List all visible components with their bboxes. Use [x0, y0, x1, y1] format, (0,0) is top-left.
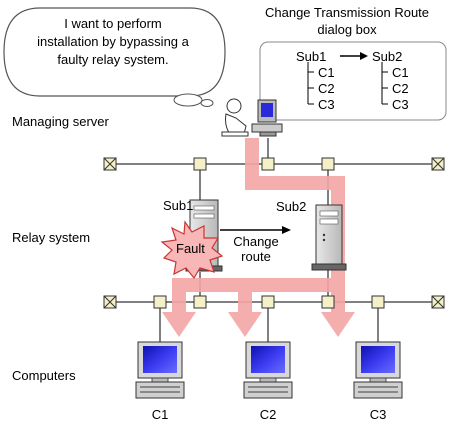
- route-arrowhead-c1: [162, 312, 196, 337]
- dialog-to-item-1: C1: [392, 65, 409, 80]
- speech-line-3: faulty relay system.: [57, 52, 169, 67]
- computer-c1-icon: [135, 341, 185, 399]
- change-route-arrow-icon: [220, 226, 291, 234]
- speech-bubble-text: I want to perform installation by bypass…: [8, 15, 218, 69]
- computer-c2-icon: [243, 341, 293, 399]
- sub1-label: Sub1: [163, 198, 194, 213]
- computers-label: Computers: [12, 368, 76, 383]
- dialog-to-label: Sub2: [372, 49, 403, 64]
- node-icon: [261, 295, 275, 309]
- dialog-from-item-3: C3: [318, 97, 335, 112]
- node-icon: [193, 295, 207, 309]
- user-at-computer-icon: [221, 98, 283, 137]
- computer-c3-icon: [353, 341, 403, 399]
- node-icon: [261, 157, 275, 171]
- node-icon: [321, 295, 335, 309]
- dialog-to-item-3: C3: [392, 97, 409, 112]
- computer-c3-label: C3: [369, 407, 387, 422]
- computer-c2-label: C2: [259, 407, 277, 422]
- dialog-from-item-1: C1: [318, 65, 335, 80]
- speech-line-2: installation by bypassing a: [37, 34, 189, 49]
- sub2-label: Sub2: [276, 199, 307, 214]
- node-icon: [193, 157, 207, 171]
- node-icon: [371, 295, 385, 309]
- relay-system-label: Relay system: [12, 230, 91, 245]
- fault-label: Fault: [176, 241, 205, 256]
- computer-c1-label: C1: [151, 407, 169, 422]
- network-nodes: [103, 157, 445, 309]
- dialog-title-line-2: dialog box: [317, 22, 377, 37]
- route-arrowhead-c2: [228, 312, 262, 337]
- change-route-line-1: Change: [233, 234, 279, 249]
- change-route-dialog: [259, 41, 447, 121]
- node-icon: [321, 157, 335, 171]
- node-icon: [153, 295, 167, 309]
- fault-burst-icon: [160, 220, 224, 280]
- managing-server-label: Managing server: [12, 114, 109, 129]
- dialog-from-item-2: C2: [318, 81, 335, 96]
- terminator-icon: [103, 295, 117, 309]
- terminator-icon: [103, 157, 117, 171]
- change-route-line-2: route: [241, 249, 271, 264]
- speech-bubble: [3, 7, 226, 107]
- route-arrowhead-c3: [321, 312, 355, 337]
- speech-line-1: I want to perform: [64, 16, 162, 31]
- dialog-title: Change Transmission Route dialog box: [256, 4, 438, 38]
- terminator-icon: [431, 295, 445, 309]
- terminator-icon: [431, 157, 445, 171]
- dialog-title-line-1: Change Transmission Route: [264, 5, 430, 20]
- arrow-right-icon: [360, 52, 368, 60]
- dialog-from-label: Sub1: [296, 49, 327, 64]
- sub2-server-icon: [311, 204, 347, 271]
- change-route-label: Change route: [228, 234, 284, 264]
- dialog-to-item-2: C2: [392, 81, 409, 96]
